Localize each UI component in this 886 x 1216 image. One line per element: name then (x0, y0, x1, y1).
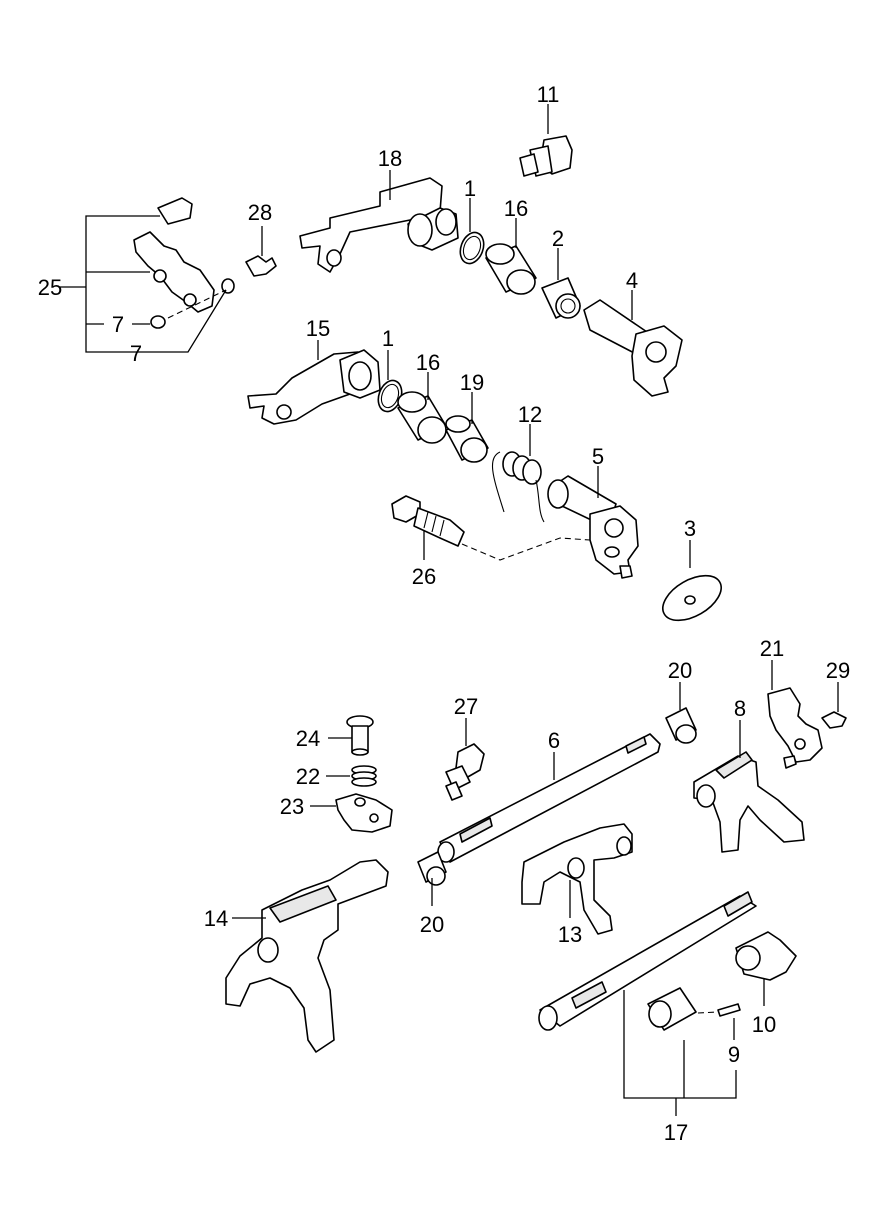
part-16-bushing-upper (485, 218, 537, 295)
callout-17: 17 (664, 1120, 688, 1145)
part-18-lever (299, 170, 459, 273)
callout-18: 18 (378, 146, 402, 171)
part-24-pin (328, 715, 374, 756)
part-26-bolt (391, 495, 591, 561)
callout-10: 10 (752, 1012, 776, 1037)
callout-14: 14 (204, 906, 228, 931)
callout-2: 2 (552, 226, 564, 251)
part-2-bearing (541, 248, 581, 319)
part-9-pin (677, 1003, 741, 1040)
part-22-spring (326, 765, 377, 787)
callout-15: 15 (306, 316, 330, 341)
callout-6: 6 (548, 728, 560, 753)
callout-21: 21 (760, 636, 784, 661)
part-11-plug (519, 104, 573, 177)
part-17-sleeve (647, 987, 697, 1031)
part-19-bushing (445, 392, 489, 463)
part-17-shaft (538, 891, 757, 1116)
callout-23: 23 (280, 794, 304, 819)
callout-20-lower: 20 (420, 912, 444, 937)
callout-9: 9 (728, 1042, 740, 1067)
callout-labels: 11 18 1 16 28 2 4 25 7 7 15 1 16 19 12 5… (38, 82, 850, 1145)
callout-8: 8 (734, 696, 746, 721)
callout-3: 3 (684, 516, 696, 541)
callout-19: 19 (460, 370, 484, 395)
part-12-spring (492, 424, 545, 523)
callout-24: 24 (296, 726, 320, 751)
callout-7-b: 7 (130, 341, 142, 366)
part-29-screw (821, 682, 847, 729)
part-8-fork (693, 720, 805, 853)
part-20-bushing-upper (665, 682, 697, 744)
part-1-ring-lower (377, 350, 403, 413)
part-28-bolt (245, 226, 277, 277)
callout-12: 12 (518, 402, 542, 427)
part-25-bracket (60, 197, 235, 353)
callout-29: 29 (826, 658, 850, 683)
callout-11: 11 (537, 82, 560, 107)
part-23-plate (310, 793, 393, 833)
callout-28: 28 (248, 200, 272, 225)
part-1-ring-upper (459, 198, 485, 265)
callout-1-lower: 1 (382, 326, 394, 351)
callout-25: 25 (38, 275, 62, 300)
part-4-shaft (583, 290, 683, 397)
callout-5: 5 (592, 444, 604, 469)
callout-27: 27 (454, 694, 478, 719)
callout-13: 13 (558, 922, 582, 947)
part-20-bushing-lower (417, 851, 447, 906)
callout-16-upper: 16 (504, 196, 528, 221)
callout-1-upper: 1 (464, 176, 476, 201)
part-13-fork (521, 823, 633, 935)
part-5-shaft (547, 466, 639, 579)
part-14-fork (225, 859, 389, 1053)
part-27-switch (445, 718, 485, 801)
callout-7-a: 7 (112, 312, 124, 337)
part-6-rail (437, 733, 661, 863)
callout-26: 26 (412, 564, 436, 589)
callout-20-upper: 20 (668, 658, 692, 683)
callout-4: 4 (626, 268, 638, 293)
part-21-bracket (767, 660, 823, 769)
part-3-washer (662, 540, 722, 622)
part-10-collar (735, 931, 797, 1006)
callout-16-lower: 16 (416, 350, 440, 375)
part-16-bushing-lower (397, 372, 447, 444)
callout-22: 22 (296, 764, 320, 789)
part-15-lever (247, 340, 381, 425)
